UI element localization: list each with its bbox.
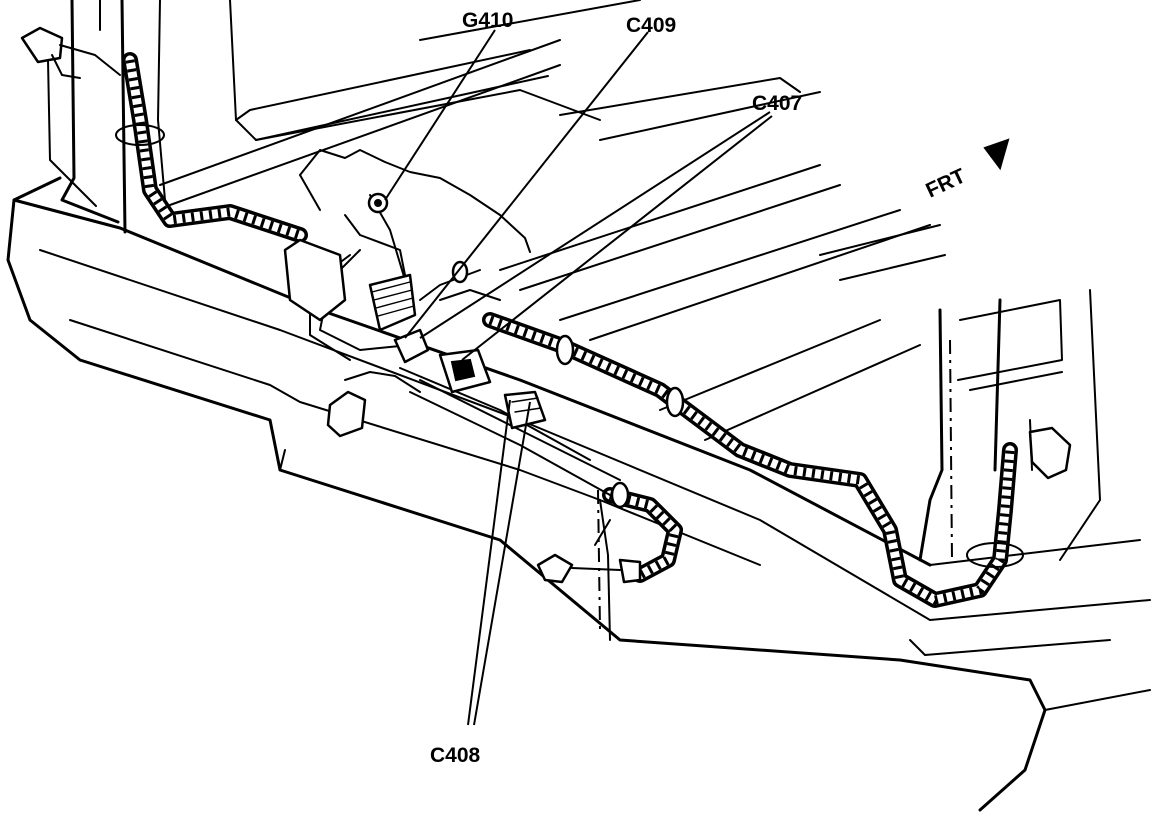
right-lamp-connector [1028, 426, 1072, 480]
ground-block [368, 273, 417, 332]
c407-leader-2 [461, 115, 773, 361]
bed-floor [159, 0, 946, 441]
c409-connector [393, 328, 430, 364]
license-lamp-socket [618, 558, 642, 584]
front-arrow-icon [983, 138, 1010, 171]
harness-grommet-2 [665, 386, 685, 418]
wiring-harness [122, 52, 1018, 608]
left-lamp-connector [20, 26, 64, 64]
frt-label: FRT [922, 164, 969, 202]
harness-grommet-1 [555, 334, 575, 366]
right-pillar [918, 289, 1101, 562]
c409-label: C409 [626, 14, 676, 37]
junction-bracket [283, 238, 347, 322]
harness-grommet-3 [610, 481, 630, 509]
left-pillar [47, 0, 237, 234]
g410-label: G410 [462, 9, 513, 32]
rear-bumper [6, 176, 1151, 812]
c407-label: C407 [752, 92, 802, 115]
harness-grommet-4 [451, 260, 469, 284]
connectors [20, 26, 1072, 584]
c408-leader-1 [467, 399, 511, 726]
license-lamp-left [326, 390, 367, 438]
c408-leader-2 [473, 401, 531, 726]
leader-lines [384, 29, 773, 726]
license-lamp-bulb [536, 553, 574, 584]
c408-label: C408 [430, 744, 481, 767]
c409-leader [404, 31, 649, 339]
c407-leader-1 [419, 111, 771, 339]
front-direction-indicator: FRT [922, 138, 1010, 203]
g410-leader [384, 29, 496, 201]
